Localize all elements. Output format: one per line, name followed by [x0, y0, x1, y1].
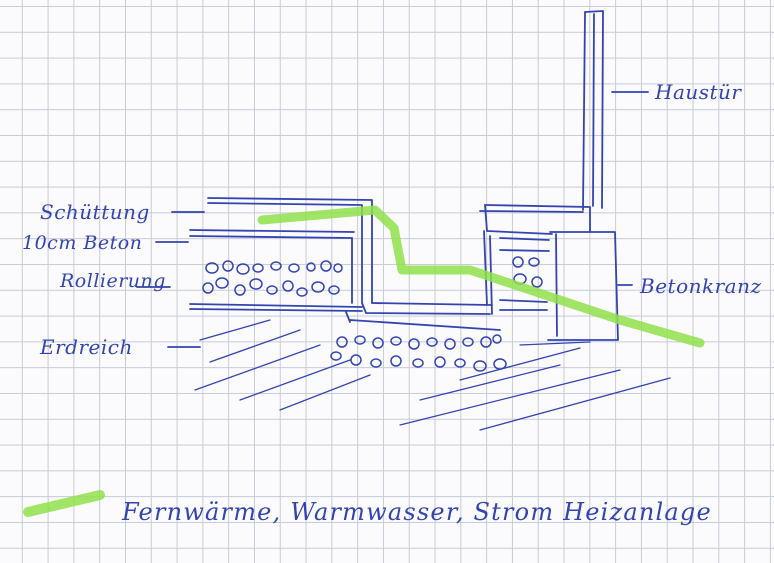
label-haustuer: Haustür — [655, 80, 742, 104]
label-leader-lines — [136, 91, 649, 348]
door-frame — [582, 10, 604, 211]
label-beton: 10cm Beton — [22, 232, 143, 254]
label-betonkranz: Betonkranz — [640, 274, 762, 298]
label-rollierung: Rollierung — [60, 270, 166, 292]
gravel-stones — [202, 256, 543, 372]
utility-line-route — [257, 205, 705, 348]
legend-label: Fernwärme, Warmwasser, Strom Heizanlage — [122, 498, 712, 526]
legend-swatch — [23, 490, 105, 517]
right-concrete-block — [479, 204, 619, 341]
label-erdreich: Erdreich — [40, 335, 133, 359]
label-schuettung: Schüttung — [40, 200, 150, 224]
trench-channel — [345, 205, 501, 331]
left-floor-layers — [189, 197, 373, 312]
soil-hatching — [194, 319, 671, 431]
